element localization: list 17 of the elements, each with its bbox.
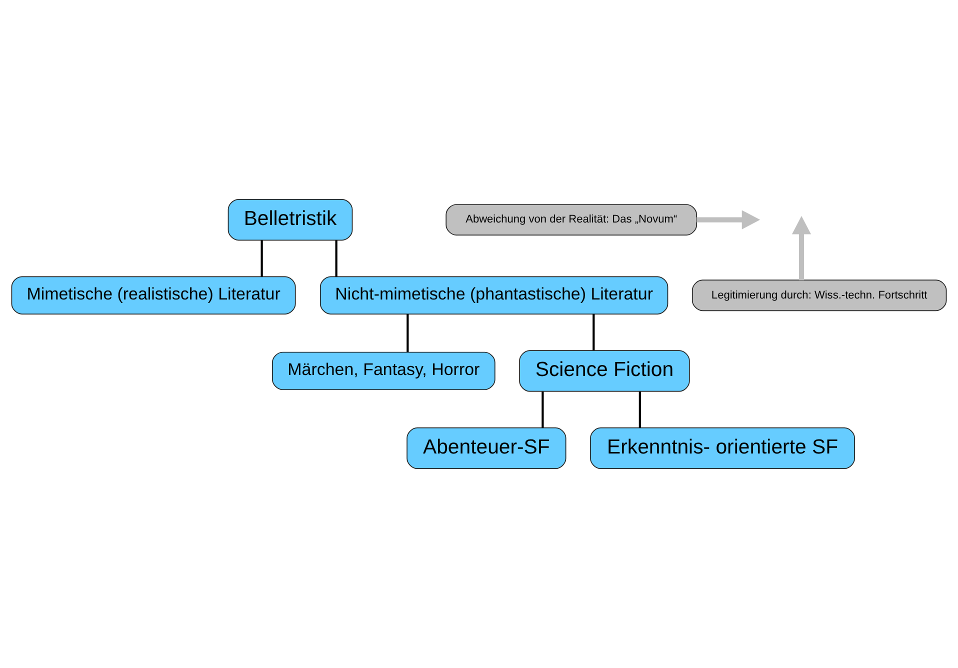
connector <box>542 392 544 428</box>
connector <box>406 314 409 352</box>
node-box: Erkenntnis- orientierte SF <box>590 427 855 470</box>
node-box: Belletristik <box>228 198 353 241</box>
arrow <box>792 216 812 280</box>
connector <box>260 240 263 277</box>
node-box: Science Fiction <box>519 350 690 392</box>
node-box: Legitimierung durch: Wiss.-techn. Fortschritt <box>692 280 947 312</box>
connector <box>335 240 338 277</box>
connector <box>638 392 641 428</box>
connector <box>592 314 595 350</box>
node-box: Abenteuer-SF <box>406 427 566 470</box>
arrow <box>696 210 760 230</box>
node-box: Nicht-mimetische (phantastische) Literatur <box>320 276 668 314</box>
node-box: Märchen, Fantasy, Horror <box>272 352 496 390</box>
node-box: Abweichung von der Realität: Das „Novum“ <box>446 204 698 236</box>
node-box: Mimetische (realistische) Literatur <box>11 276 296 314</box>
